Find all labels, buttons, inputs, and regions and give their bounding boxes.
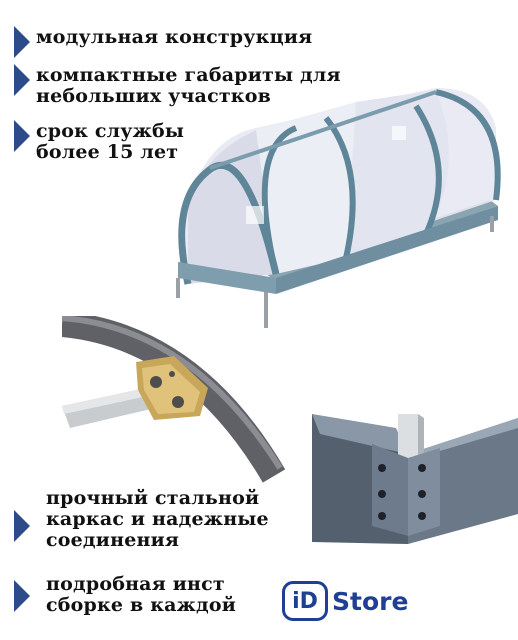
- brand-name: Store: [332, 586, 409, 616]
- arc-joint-illustration: [62, 316, 286, 483]
- arrow-marker-icon: [14, 120, 30, 152]
- arrow-marker-icon: [14, 510, 30, 542]
- feature-modular: модульная конструкция: [0, 24, 312, 60]
- feature-text: срок службы более 15 лет: [36, 120, 185, 163]
- greenhouse-illustration: [176, 88, 501, 328]
- arrow-marker-icon: [14, 26, 30, 58]
- feature-instructions: подробная инст сборке в каждой: [0, 574, 236, 616]
- feature-text: прочный стальной каркас и надежные соеди…: [46, 487, 269, 551]
- feature-lifetime: срок службы более 15 лет: [0, 118, 184, 163]
- arrow-marker-icon: [14, 64, 30, 96]
- brand-badge: iD: [282, 581, 328, 621]
- feature-text: подробная инст сборке в каждой: [46, 573, 237, 616]
- corner-bracket-illustration: [312, 414, 518, 544]
- feature-text: модульная конструкция: [36, 26, 313, 48]
- feature-text: компактные габариты для небольших участк…: [36, 64, 341, 107]
- feature-steel-frame: прочный стальной каркас и надежные соеди…: [0, 488, 269, 551]
- arrow-marker-icon: [14, 580, 30, 612]
- brand-logo: iD Store: [282, 578, 518, 624]
- feature-compact: компактные габариты для небольших участк…: [0, 62, 341, 107]
